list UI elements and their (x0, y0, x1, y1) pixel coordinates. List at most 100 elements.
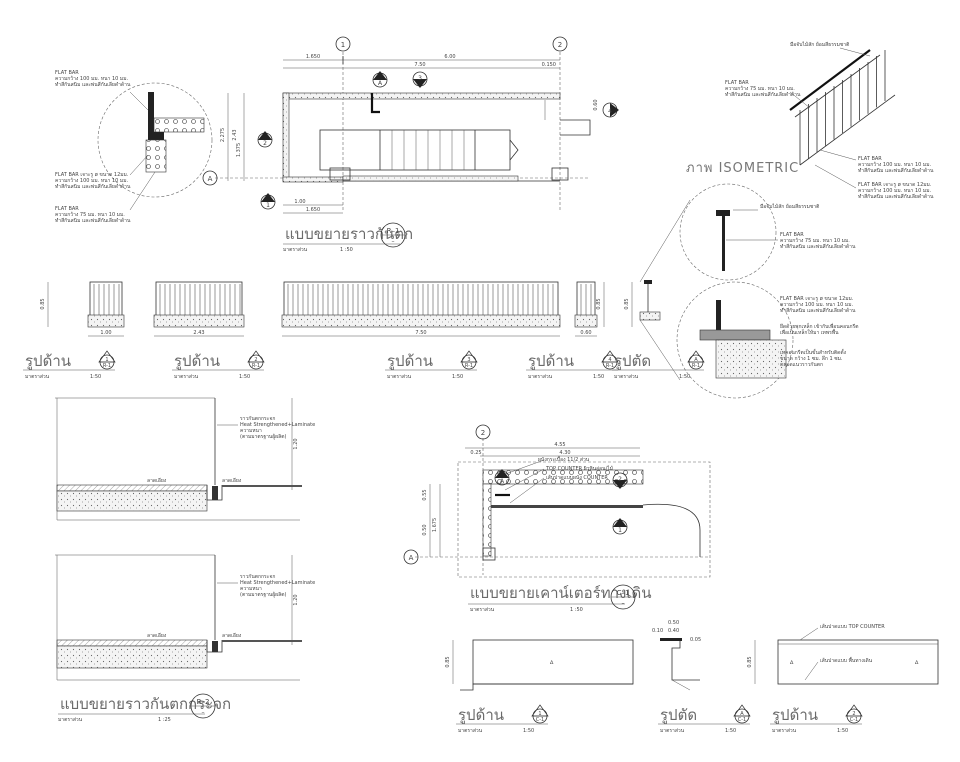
elevation-4-num: 4 (608, 357, 611, 363)
plan-r1 (215, 52, 591, 214)
counter-marker-2-label: 2 (618, 476, 622, 483)
glass-cap-label-2: ลาดเอียง (222, 632, 242, 639)
glass-rail-tag: R–2 (197, 698, 210, 706)
counter-sec-dim-3: 0.05 (690, 637, 701, 643)
elevation-3-scale: 1:50 (452, 374, 463, 380)
counter-elev-note-bottom: เส้นปาดแบบ พื้นทางเดิน (820, 655, 873, 664)
elevation-3-num: 3 (467, 357, 470, 363)
sd-concrete-line3: ตลอดแนวราวกันตก (780, 362, 823, 368)
sd-bolt-line1: ยึดด้วยพุกเหล็ก เข้ากับเพื่อนคอนกรีต (780, 322, 859, 330)
flatbar-circle-detail (97, 82, 213, 211)
glass-note-2-line4: (ตามมาตรฐานผู้ผลิต) (240, 591, 286, 598)
counter-marker-2 (612, 472, 628, 489)
iso-note1-line1: FLAT BAR (725, 80, 749, 86)
glass-rail-upper (55, 397, 302, 521)
sd-bolt-line2: เพื่อเป็นเหล็กให้มา เทพรพื้น (780, 327, 839, 336)
elevation-3-marker-arrow (460, 350, 478, 363)
grid-label-a: A (208, 175, 213, 183)
counter-sec-dim-1: 0.10 (652, 628, 663, 634)
iso-note1-line3: ทำสีกันสนิม และพ่นสีกันเลียดำด้าน (725, 91, 801, 98)
glass-rail-scale-label: มาตราส่วน (58, 717, 83, 723)
counter-tag: C–1 (617, 589, 630, 597)
glass-note-1-line4: (ตามมาตรฐานผู้ผลิต) (240, 433, 286, 440)
counter-marker-a (494, 469, 510, 497)
flatbar2-note-line1: FLAT BAR เจาะรู ø ขนาด 12มม. (55, 172, 129, 178)
glass-cap-label-1: ลาดเอียง (222, 477, 242, 484)
counter-plan (415, 438, 711, 578)
isometric-railing (789, 49, 896, 166)
elevation-5-scale-label: มาตราส่วน (614, 374, 639, 380)
elevation-3-label: รูปด้าน (387, 352, 433, 370)
svg-text:∆: ∆ (549, 660, 554, 666)
sd-flatbar-line3: ทำสีกันสนิม และพ่นสีกันเลียดำด้าน (780, 243, 856, 250)
plan-dim-9: 0.60 (593, 99, 599, 110)
glass-note-1-line3: ความหนา (240, 428, 262, 434)
counter-dim-3: 0.55 (422, 489, 428, 500)
counter-grid-bubble-2 (475, 424, 491, 440)
view-marker-3 (412, 71, 428, 88)
elevation-2 (153, 281, 245, 328)
counter-view-2-sub: C-1 (738, 717, 746, 723)
counter-elevation-1: ∆ (460, 639, 634, 691)
elevation-1 (87, 281, 125, 328)
counter-view-3-scale-label: มาตราส่วน (772, 728, 797, 734)
svg-text:∆: ∆ (789, 660, 794, 666)
glass-floor-label-2: ลาดเอียง (147, 632, 167, 639)
counter-note-2: TOP COUNTER ผิวหินอ่อน/ไม้ (545, 465, 613, 472)
grid-bubble-2 (552, 36, 568, 52)
grid-bubble-1 (335, 36, 351, 52)
grid-label-1: 1 (341, 41, 345, 49)
counter-dim-0: 4.55 (554, 442, 565, 448)
counter-view-1-scale-label: มาตราส่วน (458, 728, 483, 734)
elevation-4-sub: R-1 (606, 363, 614, 369)
iso-note3-line3: ทำสีกันสนิม และพ่นสีกันเลียดำด้าน (858, 193, 934, 200)
elevation-3-scale-label: มาตราส่วน (387, 374, 412, 380)
counter-grid-bubble-a (403, 549, 419, 565)
counter-view-2-scale: 1:50 (725, 728, 736, 734)
iso-note1-line2: ความกว้าง 75 มม. หนา 10 มม. (725, 85, 795, 92)
counter-dim-4: 1.675 (432, 518, 438, 532)
sd-concrete-line1: เทคอนกรีตเป็นขั้นสำหรับติดตั้ง (780, 347, 847, 356)
elevation-5-num: A (694, 357, 698, 363)
glass-rail-tag-sub: – (202, 709, 205, 716)
section-marker-a-label: A (378, 80, 383, 87)
elev1-height: 0.85 (40, 298, 46, 309)
counter-dim-1: 4.30 (559, 450, 570, 456)
plan-dim-3: 0.150 (542, 62, 556, 68)
glass-rail-title: แบบขยายราวกันตกกระจก (60, 695, 231, 713)
view-marker-1 (260, 193, 276, 210)
glass-floor-label-1: ลาดเอียง (147, 477, 167, 484)
flatbar3-note-line1: FLAT BAR (55, 206, 79, 212)
plan-dim-4: 1.00 (294, 199, 305, 205)
elevation-3-sub: R-1 (465, 363, 473, 369)
counter-marker-1 (612, 518, 628, 535)
plan-dim-8: 2.43 (232, 129, 238, 140)
sd-handrail-note: มือจับไม้สัก ย้อมสีธรรมชาติ (760, 203, 819, 210)
iso-note2-line3: ทำสีกันสนิม และพ่นสีกันเลียดำด้าน (858, 167, 934, 174)
elevation-5-scale: 1:50 (679, 374, 690, 380)
glass-note-2-line3: ความหนา (240, 586, 262, 592)
elevation-1-scale: 1:50 (90, 374, 101, 380)
grid-label-2: 2 (558, 41, 562, 49)
counter-view-3-scale: 1:50 (837, 728, 848, 734)
plan-dim-0: 1.650 (306, 54, 320, 60)
glass-height-1: 1.20 (293, 438, 299, 449)
counter-sec-dim-0: 0.50 (668, 620, 679, 626)
elevation-5-label: รูปตัด (614, 352, 651, 370)
glass-rail-lower (55, 554, 302, 681)
grid-bubble-a (202, 170, 218, 186)
svg-text:∆: ∆ (914, 660, 919, 666)
view-marker-4-label: 4 (608, 108, 612, 115)
counter-view-1-num: 1 (538, 711, 541, 717)
flatbar3-note-line3: ทำสีกันสนิม และพ่นสีกันเลียดำด้าน (55, 217, 131, 224)
sd-flatbar-hole-line3: ทำสีกันสนิม และพ่นสีกันเลียดำด้าน (780, 307, 856, 314)
flatbar3-note-line2: ความกว้าง 75 มม. หนา 10 มม. (55, 211, 125, 218)
elevation-1-label: รูปด้าน (25, 352, 71, 370)
glass-rail-scale: 1 :25 (158, 717, 171, 723)
view-marker-3-label: 3 (418, 75, 422, 82)
iso-note3-line1: FLAT BAR เจาะรู ø ขนาด 12มม. (858, 182, 932, 188)
counter-view-2-scale-label: มาตราส่วน (660, 728, 685, 734)
counter-marker-1-label: 1 (618, 527, 622, 534)
elevation-2-num: 2 (254, 357, 257, 363)
